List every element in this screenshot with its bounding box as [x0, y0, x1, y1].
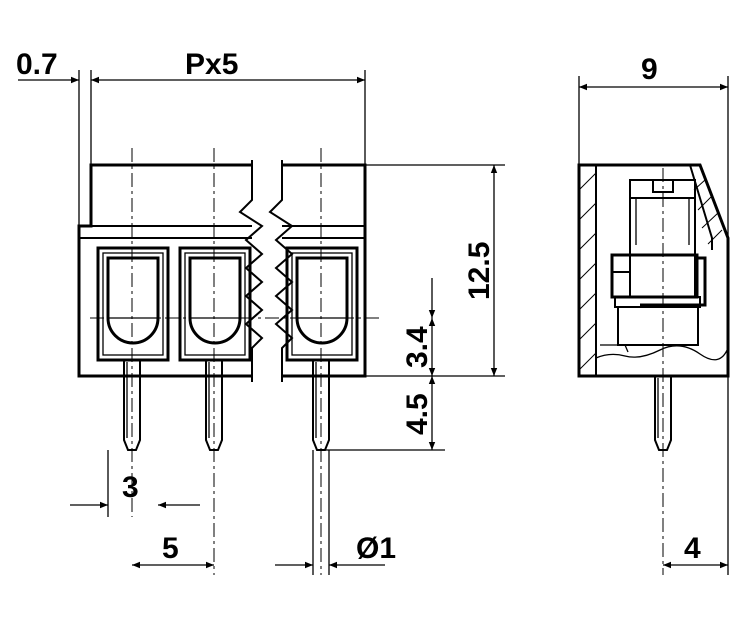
- front-center-lines: [90, 148, 380, 575]
- dim-socket-width-label: 3: [122, 471, 139, 504]
- dim-pin-diameter-label: Ø1: [356, 532, 396, 565]
- clamp-cage: [610, 245, 707, 346]
- side-body-outline: [577, 163, 730, 378]
- dim-pin-offset-label: 3.4: [401, 326, 434, 368]
- break-gap: [252, 160, 282, 382]
- dim-height-label: 12.5: [463, 242, 496, 300]
- dim-pitch-label: 5: [162, 532, 179, 565]
- side-view: [577, 163, 730, 575]
- dim-side-pin-offset-label: 4: [684, 532, 701, 565]
- front-dimensions: 0.7 Px5 12.5 3.4 4.5 3 5 Ø1: [16, 48, 505, 575]
- side-dimensions: 9 4: [578, 53, 729, 575]
- front-view: [77, 148, 380, 575]
- dim-pitch-total-label: Px5: [185, 48, 238, 81]
- break-line-right: [268, 160, 294, 382]
- side-left-hatch: [578, 172, 597, 371]
- break-line-left: [238, 160, 264, 382]
- side-right-hatch: [693, 179, 723, 245]
- dim-offset-label: 0.7: [16, 48, 58, 81]
- dim-side-width-label: 9: [641, 53, 658, 86]
- socket-2: [178, 246, 252, 362]
- dim-pin-length-label: 4.5: [401, 393, 434, 435]
